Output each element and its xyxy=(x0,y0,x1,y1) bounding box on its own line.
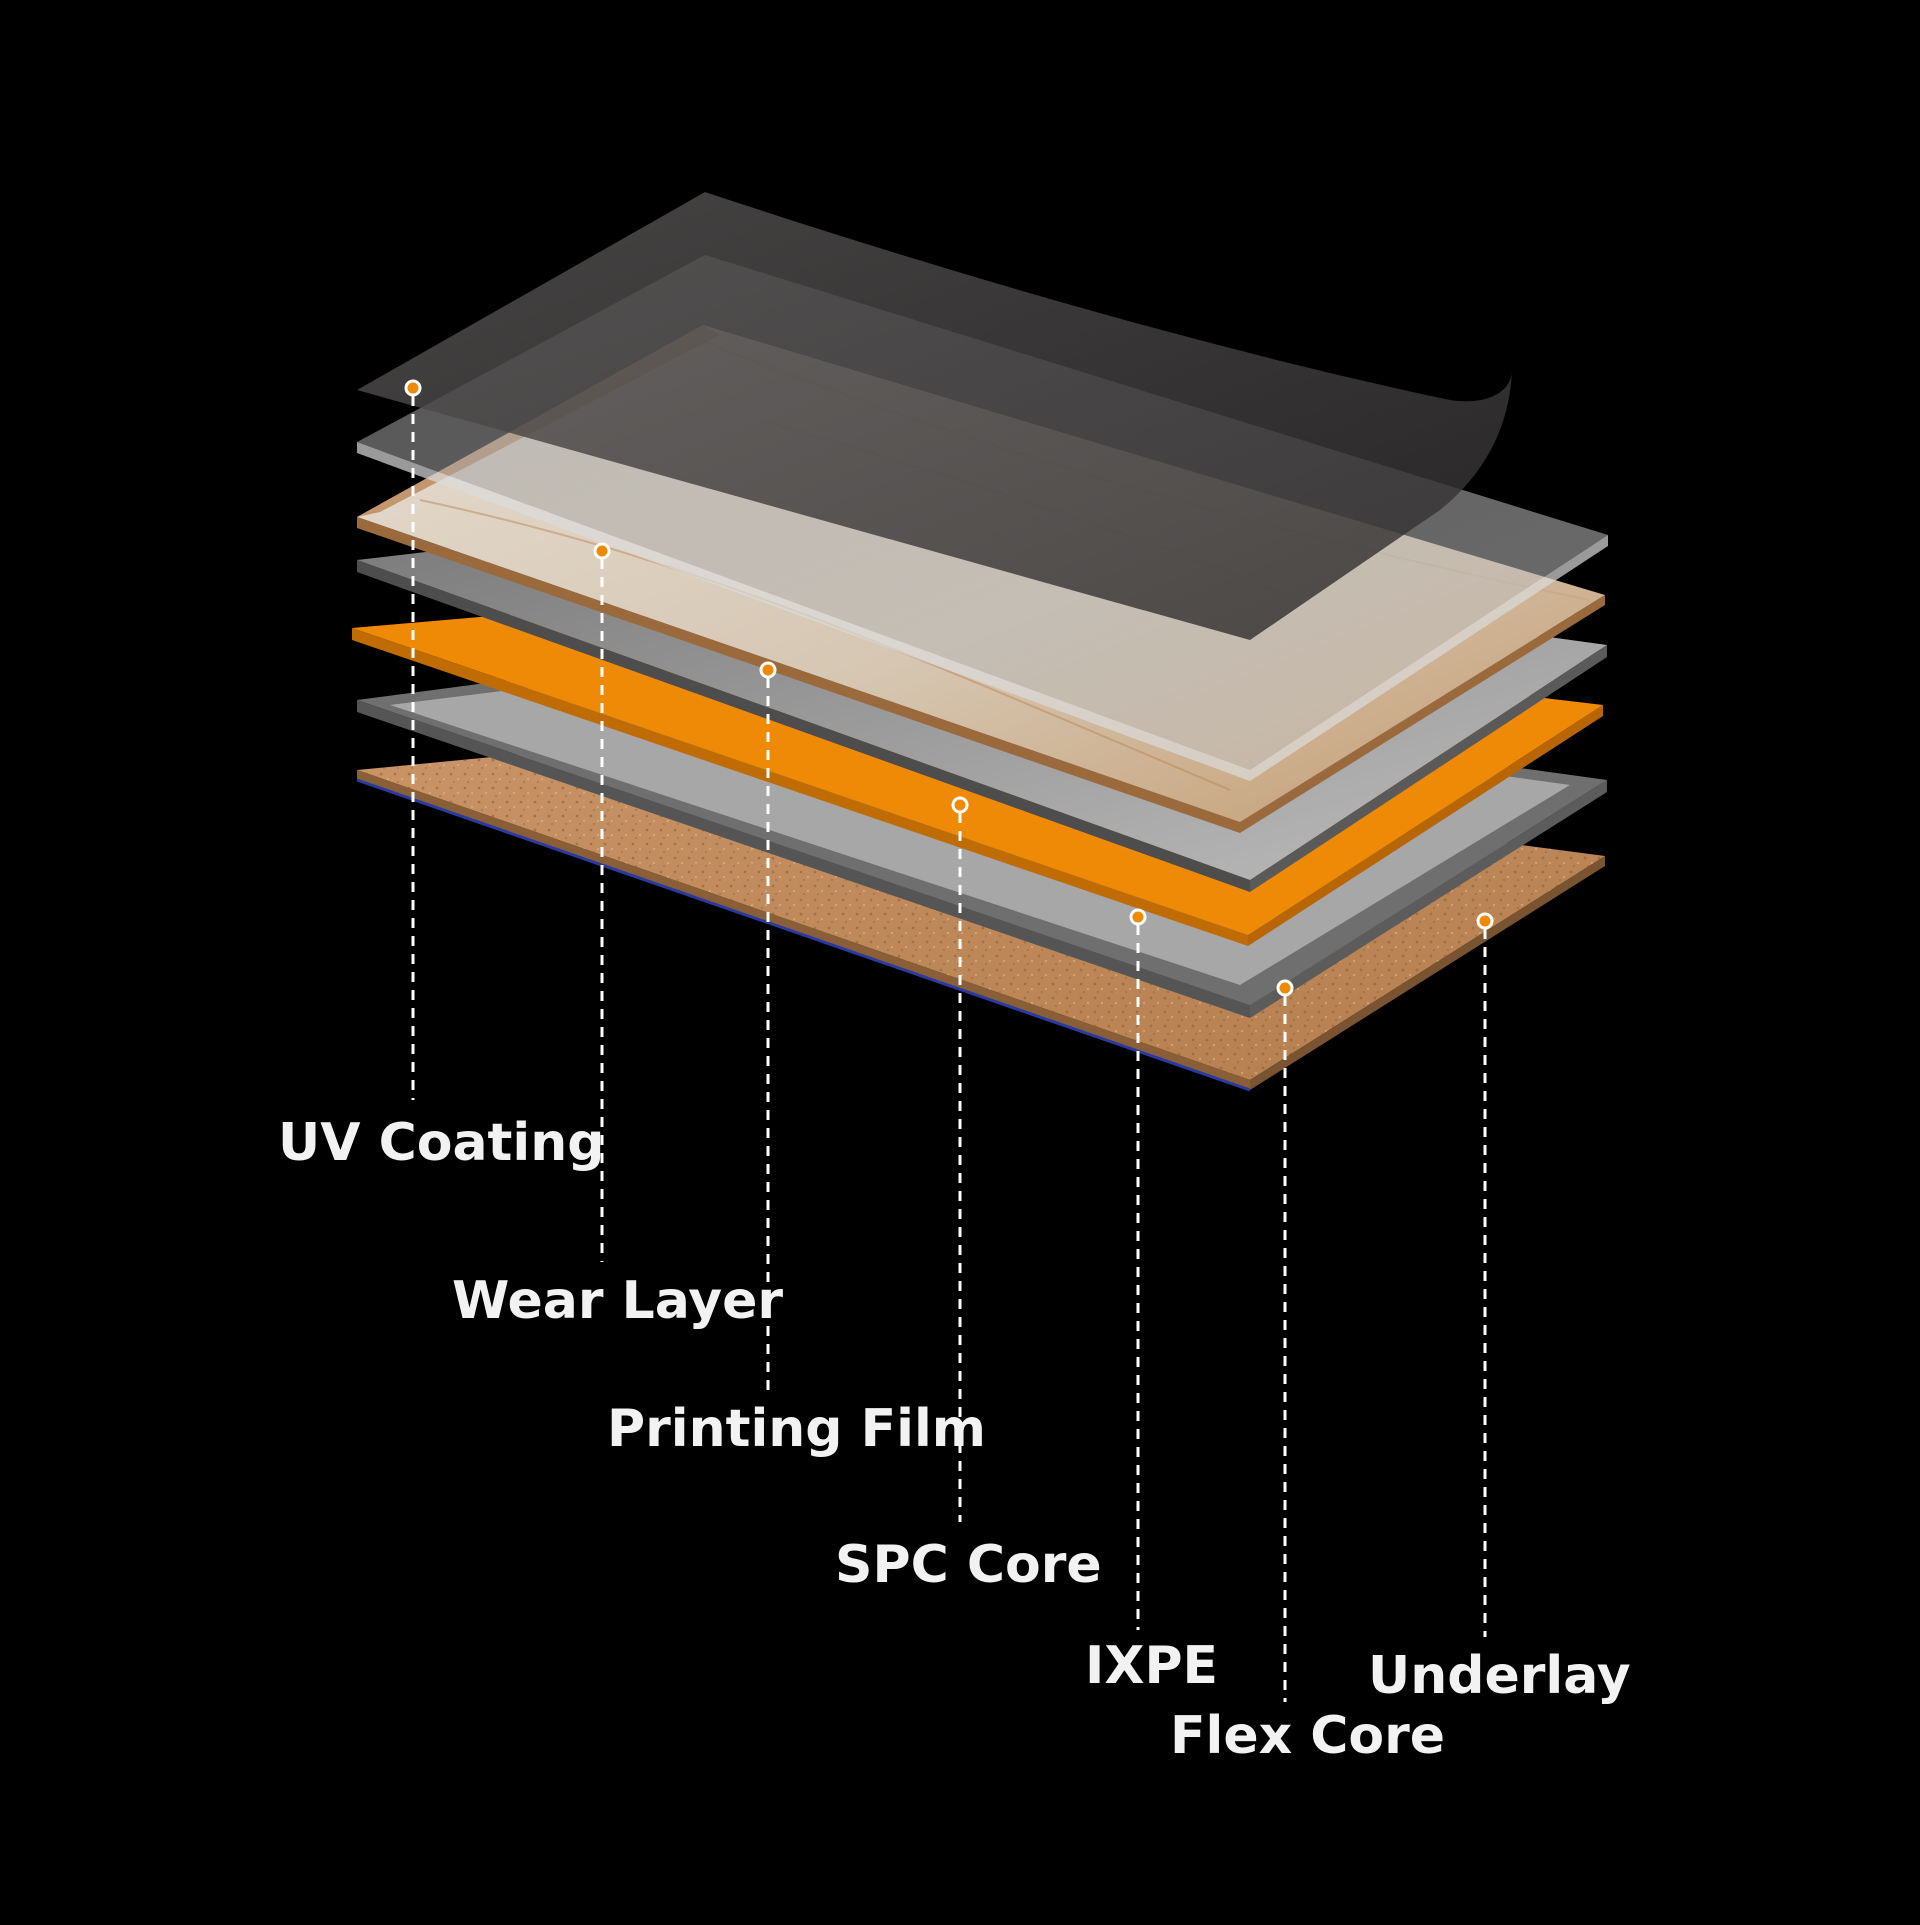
label-spc-core: SPC Core xyxy=(835,1535,1102,1595)
label-flex-core: Flex Core xyxy=(1170,1706,1446,1766)
uv-coating-sheet xyxy=(357,192,1512,640)
label-uv-coating: UV Coating xyxy=(278,1113,605,1173)
marker-dot-printing-film xyxy=(759,661,777,679)
label-printing-film: Printing Film xyxy=(607,1399,986,1459)
label-wear-layer: Wear Layer xyxy=(452,1271,784,1331)
marker-dot-ixpe xyxy=(1129,908,1147,926)
marker-dot-uv-coating xyxy=(404,379,422,397)
marker-dot-spc-core xyxy=(951,796,969,814)
marker-dot-underlay xyxy=(1476,912,1494,930)
marker-dot-wear-layer xyxy=(593,542,611,560)
label-underlay: Underlay xyxy=(1368,1646,1631,1706)
leader-lines xyxy=(404,379,1494,1702)
marker-dot-flex-core xyxy=(1276,979,1294,997)
label-ixpe: IXPE xyxy=(1085,1636,1219,1696)
